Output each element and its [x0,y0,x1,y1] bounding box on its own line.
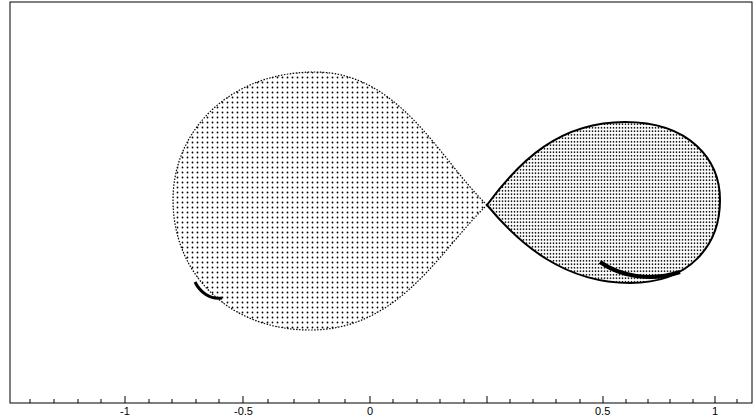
lobe-shading [600,262,680,277]
axis-tick-label: 0.5 [595,405,610,417]
plot-frame [10,2,752,403]
axis-tick-label: 1 [712,405,718,417]
axis-tick-label: -0.5 [234,405,253,417]
axis-tick-label: -1 [120,405,130,417]
axis-ticks [30,396,737,403]
lobe-shading [195,282,222,298]
axis-tick-label: 0 [367,405,373,417]
primary-lobe [173,72,487,330]
secondary-lobe [487,122,720,283]
